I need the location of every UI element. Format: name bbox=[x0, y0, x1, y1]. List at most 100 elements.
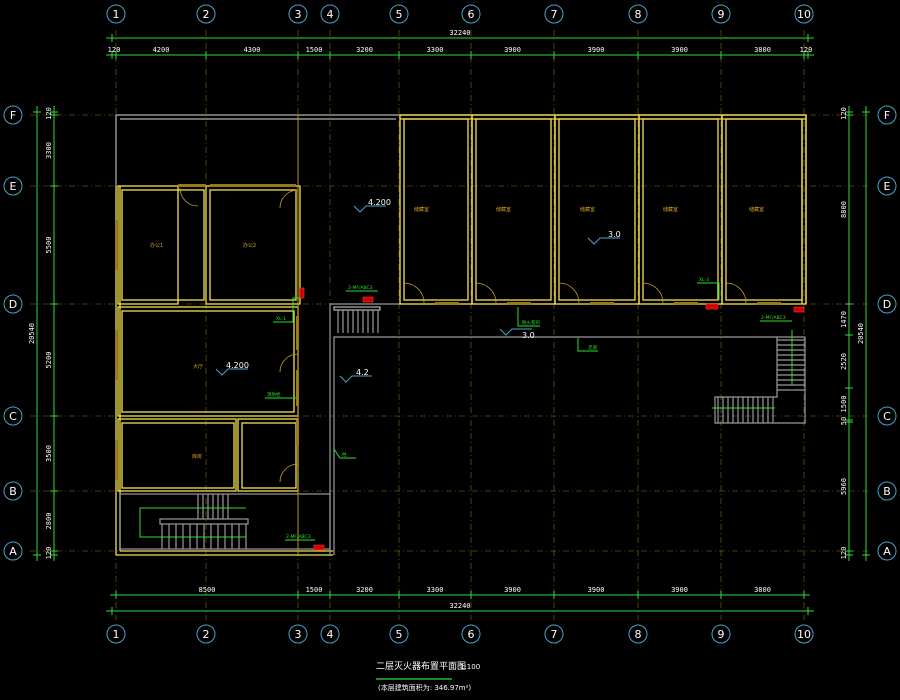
axis-bubble bbox=[877, 541, 897, 561]
dimension-label: 120 bbox=[45, 107, 53, 120]
elevation-label: 4.200 bbox=[368, 198, 391, 207]
axis-label: 9 bbox=[718, 628, 725, 641]
elevation-label: 4.2 bbox=[356, 368, 369, 377]
elevation-label: 3.0 bbox=[608, 230, 621, 239]
axis-bubble bbox=[106, 624, 126, 644]
dimension-label: 1500 bbox=[306, 586, 323, 594]
axis-label: 4 bbox=[327, 628, 334, 641]
area-note: (本层建筑面积为: 346.97m²) bbox=[378, 683, 471, 692]
axis-label: 2 bbox=[203, 628, 210, 641]
axis-bubble bbox=[461, 624, 481, 644]
annotation: 柱 bbox=[342, 451, 347, 458]
storage-room-wall bbox=[554, 114, 640, 305]
dimension-label: 3200 bbox=[356, 586, 373, 594]
axis-label: C bbox=[9, 410, 17, 423]
room-label-office1: 办公1 bbox=[150, 242, 163, 249]
dimension-label: 2520 bbox=[840, 353, 848, 370]
fire-extinguishers bbox=[299, 287, 805, 551]
axis-bubble bbox=[877, 406, 897, 426]
annotations: 2-MF/ABC3 2-MF/ABC3 2-MF/ABC3 XL-1 XL-3 … bbox=[265, 277, 792, 541]
dimension-label: 50 bbox=[840, 417, 848, 425]
storage-room-wall bbox=[399, 114, 473, 305]
axis-label: 6 bbox=[468, 628, 475, 641]
axis-bubble bbox=[320, 624, 340, 644]
dimension-label: 3900 bbox=[588, 586, 605, 594]
drawing-scale: 1:100 bbox=[460, 663, 480, 671]
building-walls bbox=[115, 114, 807, 556]
annotation: XL-1 bbox=[276, 316, 286, 322]
room-label-storage: 储藏室 bbox=[496, 206, 511, 213]
axis-bubble bbox=[877, 105, 897, 125]
axis-label: 9 bbox=[718, 8, 725, 21]
axis-bubble bbox=[628, 4, 648, 24]
door bbox=[725, 282, 747, 304]
drawing-title-block: 二层灭火器布置平面图 1:100 (本层建筑面积为: 346.97m²) bbox=[376, 660, 480, 692]
room-label-storage: 储藏室 bbox=[749, 206, 764, 213]
axis-bubble bbox=[3, 481, 23, 501]
room-label-store: 库房 bbox=[192, 453, 202, 460]
axis-label: D bbox=[883, 298, 891, 311]
dimension-label: 3800 bbox=[754, 46, 771, 54]
dimension-label: 120 bbox=[840, 547, 848, 560]
dimension-label: 4200 bbox=[153, 46, 170, 54]
stair-left bbox=[139, 494, 249, 549]
axis-label: B bbox=[9, 485, 17, 498]
window bbox=[590, 302, 614, 305]
storage-room-wall bbox=[638, 114, 723, 305]
axis-label: 5 bbox=[396, 8, 403, 21]
axis-label: 2 bbox=[203, 8, 210, 21]
axis-bubble bbox=[389, 624, 409, 644]
annotation: 走道 bbox=[588, 344, 597, 351]
axis-bubble bbox=[544, 624, 564, 644]
dimension-label: 20540 bbox=[857, 323, 865, 344]
annotation: XL-3 bbox=[699, 277, 709, 283]
axis-bubble bbox=[3, 176, 23, 196]
dimension-label: 2800 bbox=[45, 513, 53, 530]
storage-room-wall bbox=[725, 118, 803, 301]
axis-bubble bbox=[794, 624, 814, 644]
axis-bubble bbox=[711, 624, 731, 644]
dimension-label: 5500 bbox=[45, 237, 53, 254]
axis-label: 4 bbox=[327, 8, 334, 21]
dimension-label: 3300 bbox=[427, 46, 444, 54]
axis-label: 5 bbox=[396, 628, 403, 641]
dimension-label: 32240 bbox=[449, 602, 470, 610]
axis-bubble bbox=[106, 4, 126, 24]
axis-label: F bbox=[884, 109, 890, 122]
axis-bubble bbox=[3, 406, 23, 426]
axis-bubble bbox=[711, 4, 731, 24]
axis-bubble bbox=[3, 105, 23, 125]
door bbox=[558, 282, 580, 304]
storage-room-wall bbox=[558, 118, 636, 301]
door bbox=[403, 282, 425, 304]
annotation: 2-MF/ABC3 bbox=[286, 534, 311, 540]
room-label-storage: 储藏室 bbox=[663, 206, 678, 213]
axis-bubble bbox=[877, 481, 897, 501]
axis-bubble bbox=[628, 624, 648, 644]
axis-bubble bbox=[544, 4, 564, 24]
dimension-label: 20540 bbox=[28, 323, 36, 344]
dimension-label: 3300 bbox=[45, 142, 53, 159]
annotation: 消防栓 bbox=[267, 391, 281, 398]
axis-label: C bbox=[883, 410, 891, 423]
axis-label: 3 bbox=[295, 628, 302, 641]
dimension-label: 3200 bbox=[356, 46, 373, 54]
dimension-label: 120 bbox=[45, 547, 53, 560]
room-label-office2: 办公2 bbox=[243, 242, 256, 249]
dimension-label: 1500 bbox=[306, 46, 323, 54]
axis-label: 3 bbox=[295, 8, 302, 21]
dimension-label: 120 bbox=[800, 46, 813, 54]
storage-room-wall bbox=[475, 118, 552, 301]
axis-bubble bbox=[3, 294, 23, 314]
axis-label: F bbox=[10, 109, 16, 122]
window bbox=[435, 302, 459, 305]
axis-label: 10 bbox=[797, 8, 811, 21]
window bbox=[757, 302, 781, 305]
annotation: 2-MF/ABC3 bbox=[761, 315, 786, 321]
dimension-label: 120 bbox=[840, 107, 848, 120]
axis-bubble bbox=[320, 4, 340, 24]
dimension-label: 32240 bbox=[449, 29, 470, 37]
axis-label: 8 bbox=[635, 8, 642, 21]
